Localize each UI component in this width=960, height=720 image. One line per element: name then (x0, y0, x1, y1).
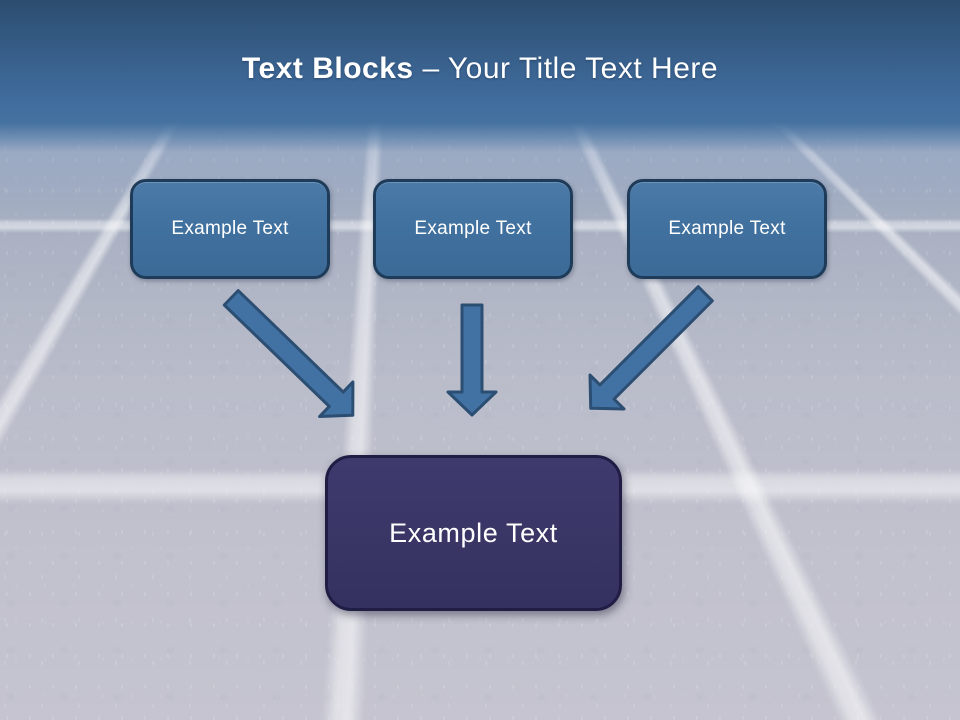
text-block-1: Example Text (130, 179, 330, 279)
arrow-diagonal-down-right-icon (212, 278, 373, 436)
slide-title: Text Blocks – Your Title Text Here (0, 52, 960, 86)
text-block-2-label: Example Text (414, 218, 532, 239)
center-text-block-label: Example Text (389, 517, 558, 548)
text-block-3-label: Example Text (668, 218, 786, 239)
arrow-down-icon (446, 303, 498, 417)
text-block-2: Example Text (373, 179, 573, 279)
arrow-diagonal-down-left-icon (571, 274, 725, 428)
slide-title-bold: Text Blocks (241, 52, 414, 85)
title-banner: Text Blocks – Your Title Text Here (0, 0, 960, 152)
text-block-3: Example Text (627, 179, 827, 279)
center-text-block: Example Text (325, 455, 622, 611)
slide-title-rest: – Your Title Text Here (422, 52, 719, 85)
text-block-1-label: Example Text (171, 218, 289, 239)
